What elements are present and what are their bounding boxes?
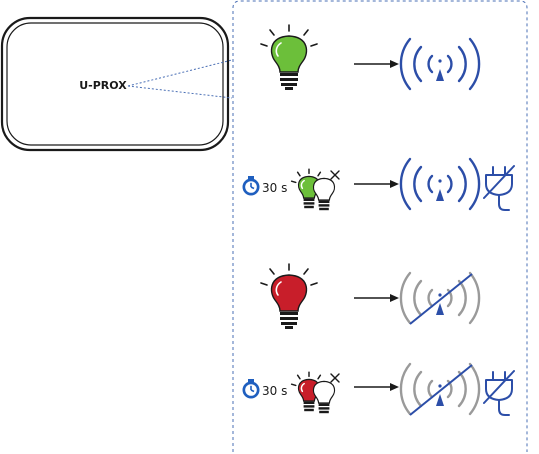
lamp-green-icon <box>260 24 318 90</box>
row-2: 30 s <box>242 157 515 211</box>
device: U-PROX <box>0 16 233 152</box>
timer-clock-icon <box>242 379 260 399</box>
lamp-red-blink-icon <box>290 371 322 412</box>
lamp-off-icon <box>312 177 336 211</box>
leader-line-top <box>127 59 233 87</box>
signal-on-icon <box>399 37 481 91</box>
lamp-red-icon <box>260 263 318 329</box>
arrow-icon <box>354 383 399 391</box>
lamp-off-icon <box>312 380 336 414</box>
arrow-icon <box>354 60 399 68</box>
arrow-icon <box>354 294 399 302</box>
timer-clock-icon <box>242 176 260 196</box>
timer-text: 30 s <box>262 384 287 398</box>
signal-crossed-icon <box>399 362 481 416</box>
device-label: U-PROX <box>79 79 127 92</box>
off-mark-icon <box>330 170 340 180</box>
off-mark-icon <box>330 373 340 383</box>
timer-text: 30 s <box>262 181 287 195</box>
row-3 <box>260 263 481 329</box>
signal-crossed-icon <box>399 271 481 325</box>
lamp-green-blink-icon <box>290 168 322 209</box>
signal-on-icon <box>399 157 481 211</box>
plug-crossed-icon <box>483 370 515 416</box>
row-1 <box>260 24 481 91</box>
arrow-icon <box>354 180 399 188</box>
row-4: 30 s <box>242 362 515 416</box>
leader-line-bottom <box>127 85 233 99</box>
panel-border <box>232 0 528 452</box>
plug-crossed-icon <box>483 165 515 211</box>
